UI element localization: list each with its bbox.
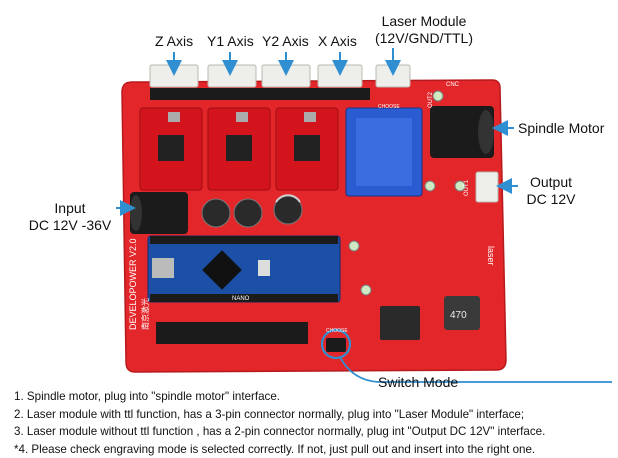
note-3: 3. Laser module without ttl function , h… [14,425,546,438]
connector-output-dc12v [475,171,499,203]
led [348,240,360,252]
led [360,284,372,296]
label-output-line1: Output [529,174,573,190]
label-laser-module-line2: (12V/GND/TTL) [374,30,473,46]
label-y1-axis: Y1 Axis [207,33,254,49]
note-4: *4. Please check engraving mode is selec… [14,442,536,456]
stepper-driver-y1 [207,107,271,191]
led [454,180,466,192]
label-z-axis: Z Axis [155,33,194,49]
connector-y1-axis [207,64,257,88]
label-output: Output DC 12V [520,174,582,208]
silkscreen-out1: OUT1 [464,179,470,196]
silkscreen-out2: OUT2 [428,91,434,108]
note-2: 2. Laser module with ttl function, has a… [14,407,525,421]
capacitors [201,194,303,228]
arduino-nano: NANO [147,235,341,303]
nano-label: NANO [232,296,250,302]
led [424,180,436,192]
pin-header-bottom [156,322,308,344]
label-input: Input DC 12V -36V [22,200,118,234]
instruction-notes: 1. Spindle motor, plug into "spindle mot… [14,388,614,458]
label-y2-axis: Y2 Axis [262,33,309,49]
silkscreen-laser: laser [486,246,496,266]
switch-mode-highlight [320,328,352,360]
led [432,90,444,102]
mode-switch-jumper [326,338,346,352]
label-laser-module: Laser Module (12V/GND/TTL) [364,13,484,47]
label-output-line2: DC 12V [526,191,576,207]
arrow-switch-mode [339,356,612,383]
input-dc-jack [130,192,188,234]
label-spindle-motor: Spindle Motor [518,120,605,136]
inductor-value: 470 [450,310,467,321]
silkscreen-choose-top: CHOOSE [378,104,400,110]
voltage-regulator [380,306,420,340]
inductor: 470 [444,296,480,330]
label-x-axis: X Axis [318,33,357,49]
stepper-driver-z [139,107,203,191]
silkscreen-version: DEVELOPOWER V2.0 [128,238,138,330]
stepper-driver-y2 [275,107,339,191]
label-input-line2: DC 12V -36V [28,217,112,233]
pin-strip-top [150,88,370,100]
silkscreen-cnc: CNC [446,82,460,88]
silkscreen-choose-bottom: CHOOSE [326,328,348,334]
label-input-line1: Input [54,200,86,216]
note-1: 1. Spindle motor, plug into "spindle mot… [14,390,281,403]
relay [345,107,423,197]
label-switch-mode: Switch Mode [378,374,459,390]
label-laser-module-line1: Laser Module [381,13,467,29]
silkscreen-chinese: 南京激光 [140,298,150,330]
spindle-motor-jack [430,106,494,158]
